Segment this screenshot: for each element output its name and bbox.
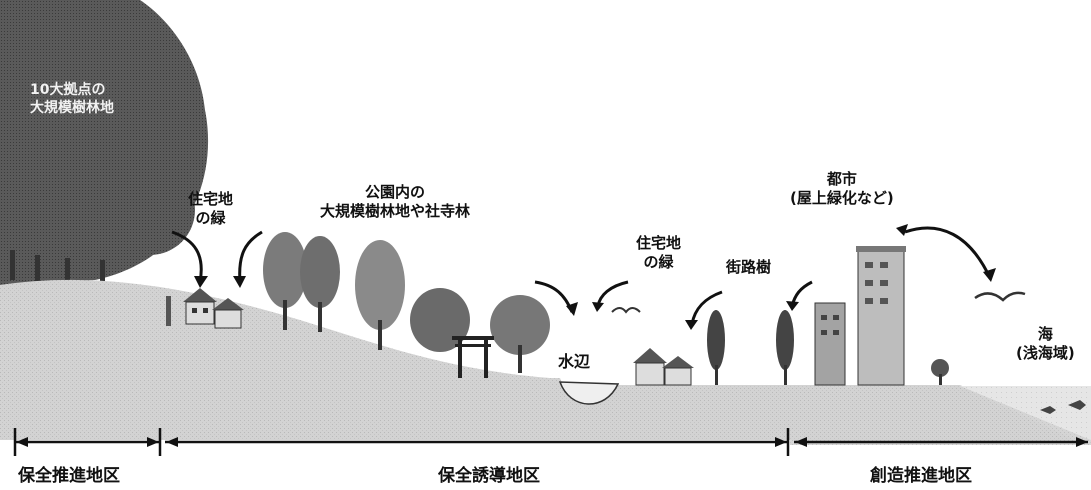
bird-icon	[974, 291, 1026, 302]
city-rooftop-label: 都市 (屋上緑化など)	[790, 170, 894, 207]
bird-icon	[611, 307, 641, 314]
large-forest	[0, 0, 209, 285]
zone-bars	[13, 428, 1088, 456]
city-buildings	[814, 246, 906, 386]
park-forest-label: 公園内の 大規模樹林地や社寺林	[320, 183, 471, 220]
arrowheads	[194, 224, 996, 330]
street-trees	[707, 310, 949, 385]
residential-green-label-left: 住宅地 の緑	[188, 190, 234, 227]
sea-label: 海 (浅海域)	[1016, 325, 1075, 362]
zone-label-conservation: 保全推進地区	[18, 466, 120, 486]
zone-label-guidance: 保全誘導地区	[438, 466, 540, 486]
street-trees-label: 街路樹	[726, 258, 772, 276]
zone-arrowheads	[16, 437, 1088, 447]
houses-middle	[633, 348, 694, 386]
waterside-label: 水辺	[558, 352, 591, 372]
residential-green-label-right: 住宅地 の緑	[636, 234, 682, 271]
pond	[558, 381, 620, 405]
houses-left	[166, 288, 244, 329]
fish-icon	[1040, 406, 1056, 414]
zone-label-creation: 創造推進地区	[870, 466, 972, 486]
fish-icon	[1068, 400, 1086, 410]
torii-gate	[452, 336, 494, 378]
sea-slope	[790, 386, 1091, 445]
forest-label: 10大拠点の 大規模樹林地	[30, 82, 114, 116]
